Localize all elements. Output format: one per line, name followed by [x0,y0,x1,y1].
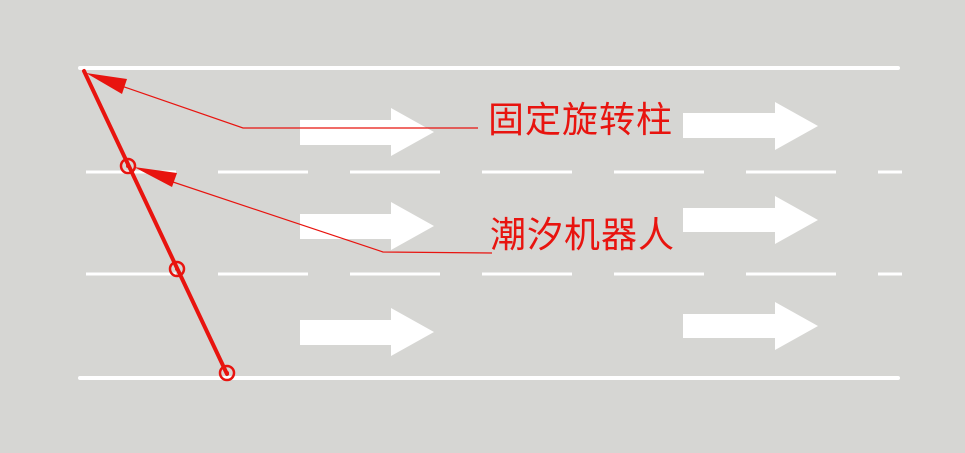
robot-leader-line [151,174,493,254]
robot-marker-1 [119,157,137,175]
robot-marker-3 [218,364,236,382]
lane-3-arrow-left [300,308,434,356]
pivot-label: 固定旋转柱 [488,100,674,141]
robot-label: 潮汐机器人 [490,215,676,256]
pivot-leader-arrowhead [86,73,127,94]
lane-1-arrow-right [683,102,818,150]
lane-2-arrow-right [683,196,818,244]
robot-leader-arrowhead [134,167,177,187]
robot-marker-2 [168,260,186,278]
tidal-barrier-line [82,69,229,376]
lane-2-arrow-left [300,202,434,250]
lane-1-arrow-left [300,108,434,156]
lane-3-arrow-right [683,302,818,350]
pivot-leader-line [109,81,478,129]
